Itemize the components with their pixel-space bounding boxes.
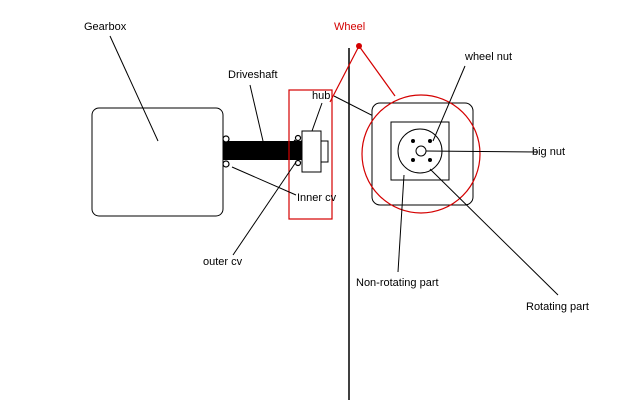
gearbox-leader-line: [109, 35, 159, 142]
wheel-pointer-line-right: [358, 45, 396, 97]
outer-cv-label: outer cv: [203, 256, 243, 268]
wheel-red-circle: [361, 94, 481, 214]
gearbox-box: [91, 107, 224, 217]
gearbox-label: Gearbox: [84, 21, 127, 33]
non-rotating-leader-line: [397, 174, 405, 273]
big-nut-circle: [415, 145, 427, 157]
cv-hub-highlight-box: [288, 89, 333, 220]
inner-cv-leader-line: [231, 166, 297, 196]
hub-flange: [301, 130, 322, 173]
driveshaft-label: Driveshaft: [228, 69, 278, 81]
outer-cv-leader-line: [232, 161, 297, 256]
non-rotating-part-label: Non-rotating part: [356, 277, 439, 289]
inner-cv-label: Inner cv: [297, 192, 337, 204]
rotating-part-label: Rotating part: [526, 301, 589, 313]
driveshaft-leader-line: [249, 84, 264, 142]
wheel-nut-label: wheel nut: [464, 51, 512, 63]
driveshaft-bar: [223, 141, 303, 160]
big-nut-label: big nut: [532, 146, 565, 158]
wheel-pointer-line-left: [329, 45, 360, 103]
big-nut-leader-line: [425, 150, 539, 153]
wheel-nut-dots: [411, 139, 432, 162]
rotating-part-leader-line: [429, 168, 559, 296]
hub-label: hub: [312, 90, 330, 102]
wheel-label: Wheel: [334, 21, 365, 33]
hub-leader-line: [311, 102, 323, 132]
wheel-nut-leader-line: [432, 65, 466, 142]
hub-stub: [320, 140, 329, 163]
inner-cv-joint: [222, 135, 230, 168]
